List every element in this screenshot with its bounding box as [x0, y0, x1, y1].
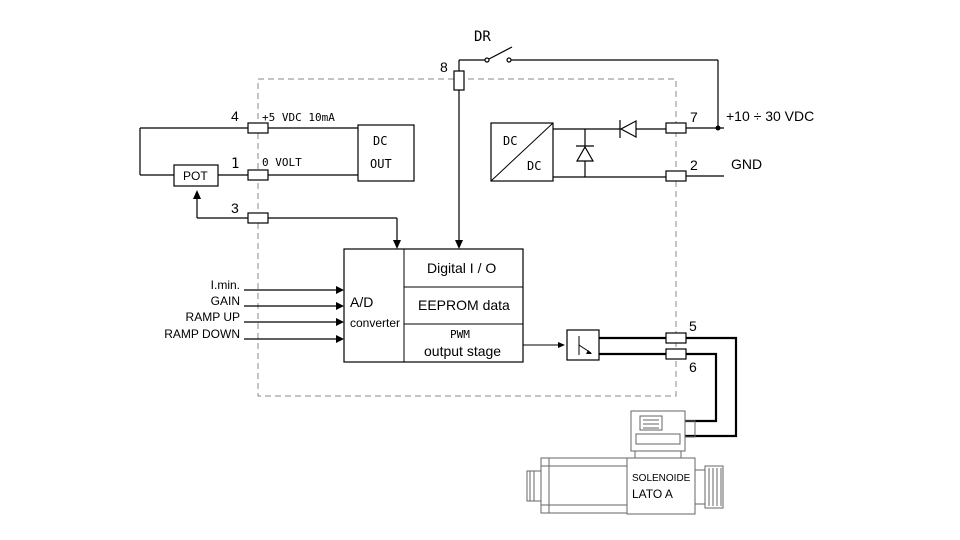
- terminal-4[interactable]: [247, 122, 269, 134]
- terminal-4-label: 4: [231, 108, 239, 124]
- terminal-6-label: 6: [689, 359, 697, 375]
- terminal-7[interactable]: [665, 122, 687, 134]
- terminal-5[interactable]: [665, 332, 687, 344]
- terminal-5-label: 5: [689, 318, 697, 334]
- ad-title: A/D: [350, 294, 373, 310]
- terminal-3[interactable]: [247, 212, 269, 224]
- dcdc-bottom-label: DC: [527, 159, 541, 173]
- dcdc-converter: [490, 122, 554, 182]
- terminal-8[interactable]: [453, 70, 465, 91]
- supply-label: +10 ÷ 30 VDC: [726, 108, 814, 124]
- ad-sub: converter: [350, 316, 400, 330]
- solenoid-line2: LATO A: [632, 487, 673, 501]
- ref-0v-label: 0 VOLT: [262, 156, 302, 169]
- pot-label: POT: [183, 169, 208, 183]
- terminal-6[interactable]: [665, 348, 687, 360]
- terminal-3-label: 3: [231, 200, 239, 216]
- solenoid-line1: SOLENOIDE: [632, 473, 691, 484]
- ref-5v-label: +5 VDC 10mA: [262, 111, 335, 124]
- terminal-1[interactable]: [247, 169, 269, 181]
- card-boundary: [257, 78, 677, 397]
- terminal-7-label: 7: [690, 109, 698, 125]
- terminal-8-label: 8: [440, 59, 448, 75]
- terminal-2[interactable]: [665, 170, 687, 182]
- dr-switch[interactable]: [458, 46, 718, 71]
- dc-out-line2: OUT: [370, 157, 392, 171]
- pwm-label: PWM: [450, 328, 470, 341]
- input-gain: GAIN: [211, 294, 240, 308]
- terminal-1-label: 1: [231, 156, 239, 172]
- input-arrows: [244, 286, 344, 343]
- digital-io-label: Digital I / O: [427, 260, 496, 276]
- dc-out-line1: DC: [373, 134, 387, 148]
- terminal-2-label: 2: [690, 157, 698, 173]
- input-ramp-down: RAMP DOWN: [164, 327, 240, 341]
- input-ramp-up: RAMP UP: [186, 310, 240, 324]
- protection-network: [553, 120, 666, 178]
- dc-out-block: [357, 124, 415, 182]
- main-controller: [343, 248, 524, 363]
- input-imin: I.min.: [211, 278, 240, 292]
- eeprom-label: EEPROM data: [418, 297, 510, 313]
- gnd-label: GND: [731, 156, 762, 172]
- dcdc-top-label: DC: [503, 134, 517, 148]
- pwm-sub-label: output stage: [424, 343, 501, 359]
- transistor-icon: [566, 329, 600, 361]
- solenoid-valve: [526, 410, 724, 515]
- switch-label: DR: [474, 29, 491, 45]
